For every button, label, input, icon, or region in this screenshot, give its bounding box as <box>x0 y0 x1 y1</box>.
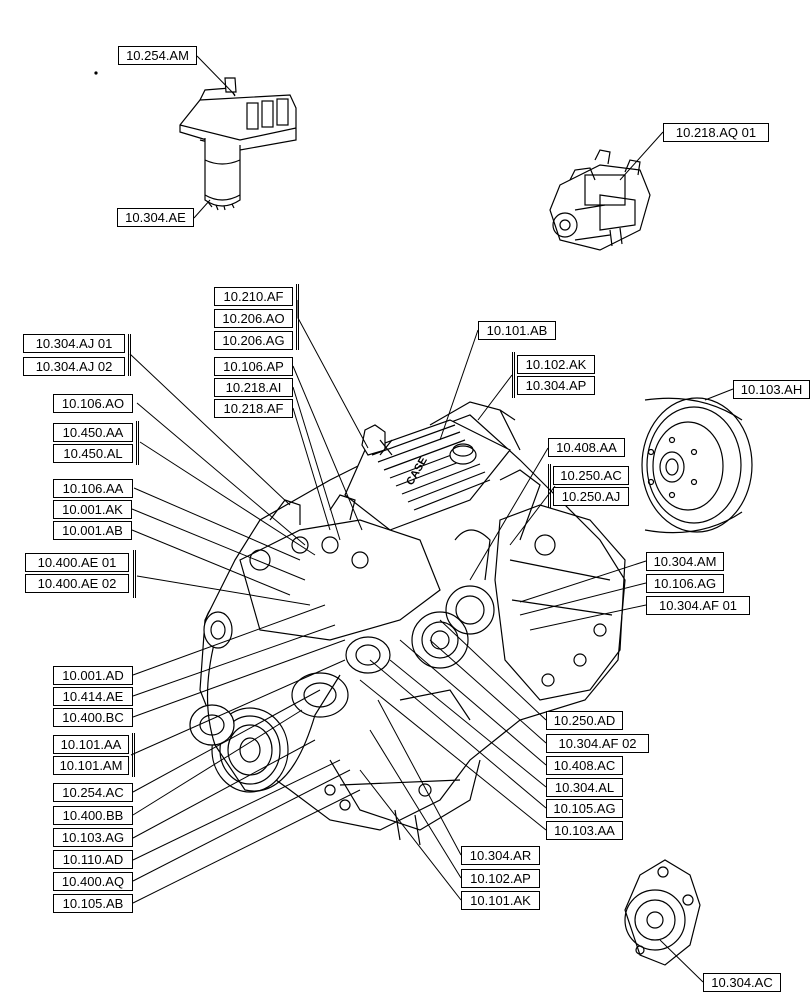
part-label-10-400-ae-01[interactable]: 10.400.AE 01 <box>25 553 129 572</box>
part-label-10-414-ae[interactable]: 10.414.AE <box>53 687 133 706</box>
fuel-pump-assembly <box>549 149 651 251</box>
part-label-10-304-ap[interactable]: 10.304.AP <box>517 376 595 395</box>
leader-lines <box>129 55 734 983</box>
part-label-10-110-ad[interactable]: 10.110.AD <box>53 850 133 869</box>
gear-cover-assembly <box>624 859 701 966</box>
part-label-10-001-ak[interactable]: 10.001.AK <box>53 500 132 519</box>
stray-mark <box>94 71 98 75</box>
part-label-10-210-af[interactable]: 10.210.AF <box>214 287 293 306</box>
part-label-10-102-ak[interactable]: 10.102.AK <box>517 355 595 374</box>
part-label-10-304-al[interactable]: 10.304.AL <box>546 778 623 797</box>
part-label-10-103-aa[interactable]: 10.103.AA <box>546 821 623 840</box>
label-group-bracket <box>296 284 299 350</box>
part-label-10-304-af-01[interactable]: 10.304.AF 01 <box>646 596 750 615</box>
part-label-10-304-am[interactable]: 10.304.AM <box>646 552 724 571</box>
part-label-10-105-ab[interactable]: 10.105.AB <box>53 894 133 913</box>
part-label-10-218-ai[interactable]: 10.218.AI <box>214 378 293 397</box>
part-label-10-450-al[interactable]: 10.450.AL <box>53 444 133 463</box>
part-label-10-304-aj-01[interactable]: 10.304.AJ 01 <box>23 334 125 353</box>
part-label-10-250-ac[interactable]: 10.250.AC <box>553 466 629 485</box>
fuel-filter-assembly <box>179 77 297 211</box>
part-label-10-101-ab[interactable]: 10.101.AB <box>478 321 556 340</box>
part-label-10-106-ag[interactable]: 10.106.AG <box>646 574 724 593</box>
part-label-10-102-ap[interactable]: 10.102.AP <box>461 869 540 888</box>
part-label-10-206-ag[interactable]: 10.206.AG <box>214 331 293 350</box>
part-label-10-103-ag[interactable]: 10.103.AG <box>53 828 133 847</box>
part-label-10-400-aq[interactable]: 10.400.AQ <box>53 872 133 891</box>
label-group-bracket <box>133 550 136 598</box>
part-label-10-106-aa[interactable]: 10.106.AA <box>53 479 133 498</box>
label-group-bracket <box>548 464 551 508</box>
part-label-10-106-ap[interactable]: 10.106.AP <box>214 357 293 376</box>
part-label-10-218-aq-01[interactable]: 10.218.AQ 01 <box>663 123 769 142</box>
part-label-10-304-aj-02[interactable]: 10.304.AJ 02 <box>23 357 125 376</box>
part-label-10-400-ae-02[interactable]: 10.400.AE 02 <box>25 574 129 593</box>
part-label-10-101-aa[interactable]: 10.101.AA <box>53 735 129 754</box>
label-group-bracket <box>128 334 131 376</box>
part-label-10-450-aa[interactable]: 10.450.AA <box>53 423 133 442</box>
part-label-10-101-am[interactable]: 10.101.AM <box>53 756 129 775</box>
part-label-10-218-af[interactable]: 10.218.AF <box>214 399 293 418</box>
part-label-10-206-ao[interactable]: 10.206.AO <box>214 309 293 328</box>
part-label-10-250-ad[interactable]: 10.250.AD <box>546 711 623 730</box>
part-label-10-408-ac[interactable]: 10.408.AC <box>546 756 623 775</box>
part-label-10-250-aj[interactable]: 10.250.AJ <box>553 487 629 506</box>
part-label-10-254-am[interactable]: 10.254.AM <box>118 46 197 65</box>
part-label-10-254-ac[interactable]: 10.254.AC <box>53 783 133 802</box>
part-label-10-304-ac[interactable]: 10.304.AC <box>703 973 781 992</box>
part-label-10-101-ak[interactable]: 10.101.AK <box>461 891 540 910</box>
part-label-10-105-ag[interactable]: 10.105.AG <box>546 799 623 818</box>
part-label-10-304-af-02[interactable]: 10.304.AF 02 <box>546 734 649 753</box>
part-label-10-106-ao[interactable]: 10.106.AO <box>53 394 133 413</box>
label-group-bracket <box>136 421 139 465</box>
label-group-bracket <box>132 733 135 777</box>
part-label-10-408-aa[interactable]: 10.408.AA <box>548 438 625 457</box>
part-label-10-103-ah[interactable]: 10.103.AH <box>733 380 810 399</box>
flywheel <box>641 397 753 534</box>
label-group-bracket <box>512 352 515 398</box>
part-label-10-400-bc[interactable]: 10.400.BC <box>53 708 133 727</box>
part-label-10-304-ae[interactable]: 10.304.AE <box>117 208 194 227</box>
part-label-10-400-bb[interactable]: 10.400.BB <box>53 806 133 825</box>
part-label-10-001-ad[interactable]: 10.001.AD <box>53 666 133 685</box>
part-label-10-304-ar[interactable]: 10.304.AR <box>461 846 540 865</box>
part-label-10-001-ab[interactable]: 10.001.AB <box>53 521 132 540</box>
